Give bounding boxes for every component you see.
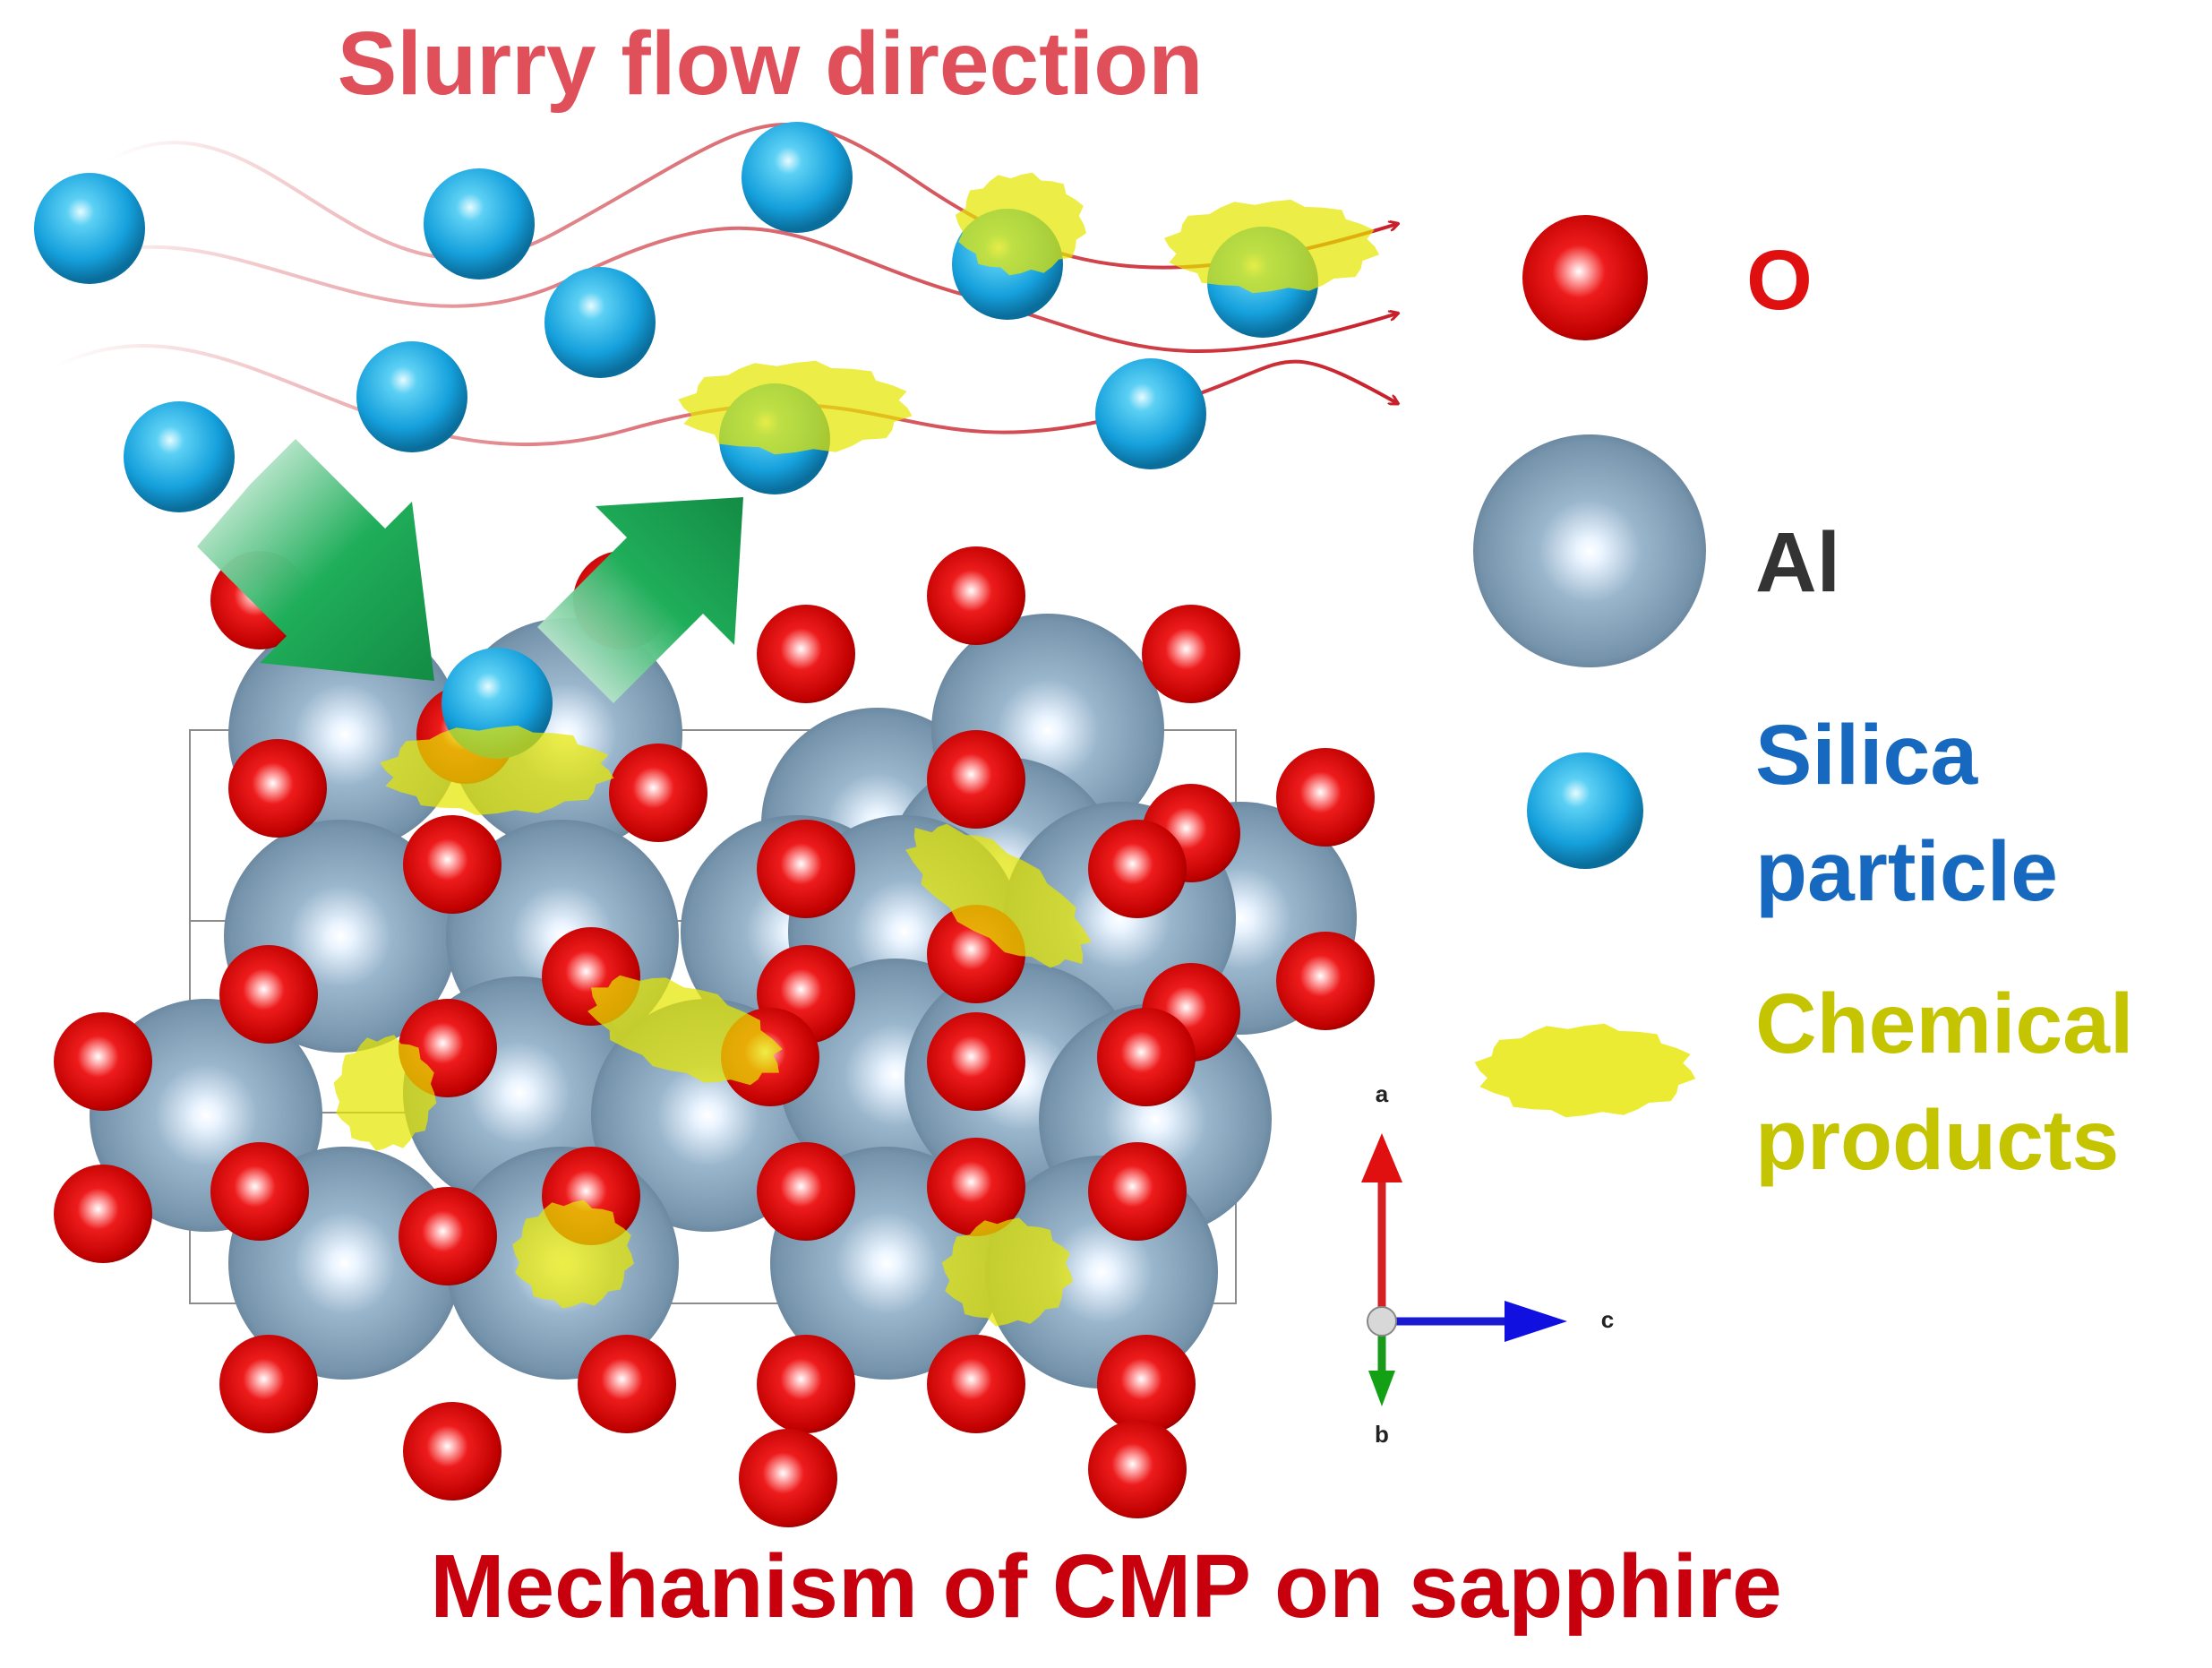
chemical-product-blob [333, 1035, 437, 1151]
silica-particle [1095, 358, 1206, 469]
oxygen-atom [1142, 605, 1240, 703]
legend-silica-swatch [1527, 752, 1643, 869]
legend-aluminum-swatch [1473, 434, 1706, 667]
silica-particle [544, 267, 656, 378]
oxygen-atom [403, 815, 502, 914]
chemical-product-blob [587, 975, 783, 1086]
chemical-product-blob [955, 172, 1087, 276]
flow-line-top [107, 122, 1397, 270]
oxygen-atom [927, 1335, 1025, 1433]
oxygen-atom [1088, 1142, 1187, 1241]
oxygen-atom [219, 1335, 318, 1433]
oxygen-atom [927, 1012, 1025, 1111]
oxygen-atom [927, 1138, 1025, 1236]
axis-label-c: c [1601, 1306, 1614, 1333]
chemical-product-blob [380, 725, 614, 816]
oxygen-atom [228, 739, 327, 838]
oxygen-atom [54, 1012, 152, 1111]
legend-aluminum-label: Al [1755, 515, 1840, 610]
oxygen-atom [927, 730, 1025, 829]
figure-caption: Mechanism of CMP on sapphire [430, 1536, 1782, 1637]
slurry-flow-title: Slurry flow direction [338, 13, 1204, 114]
axis-label-b: b [1375, 1421, 1389, 1448]
oxygen-atom [54, 1165, 152, 1263]
oxygen-atom [1097, 1008, 1196, 1106]
silica-particle [356, 341, 467, 452]
axis-a-arrowhead [1361, 1133, 1402, 1182]
oxygen-atom [757, 820, 855, 918]
legend-oxygen-swatch [1522, 215, 1648, 340]
oxygen-atom [399, 1187, 497, 1285]
axis-b-arrowhead [1368, 1371, 1395, 1406]
oxygen-atom [1088, 820, 1187, 918]
chemical-products [333, 172, 1380, 1327]
oxygen-atom [757, 1335, 855, 1433]
axis-origin [1367, 1306, 1397, 1337]
incoming-particle-arrow [197, 439, 434, 681]
oxygen-atoms [54, 546, 1375, 1527]
oxygen-atom [1276, 748, 1375, 847]
silica-particle [742, 122, 853, 233]
crystal-axes: a c b [1361, 1080, 1614, 1448]
axis-label-a: a [1376, 1080, 1389, 1107]
legend-chemical-swatch [1474, 1023, 1696, 1118]
legend-chemical-label-line1: Chemical [1755, 976, 2133, 1071]
oxygen-atom [403, 1402, 502, 1500]
oxygen-atom [757, 605, 855, 703]
oxygen-atom [927, 546, 1025, 645]
chemical-product-blob [512, 1199, 634, 1309]
legend: O Al Silica particle Chemical products [1473, 215, 2133, 1188]
oxygen-atom [609, 744, 707, 842]
chemical-product-blob [678, 360, 913, 455]
oxygen-atom [1276, 932, 1375, 1030]
oxygen-atom [578, 1335, 676, 1433]
flow-line-middle [52, 226, 1397, 353]
oxygen-atom [219, 945, 318, 1044]
legend-chemical-blob [1474, 1023, 1696, 1118]
chemical-product-blob [941, 1217, 1074, 1327]
silica-particle [124, 401, 235, 512]
oxygen-atom [1088, 1420, 1187, 1518]
axis-c-arrowhead [1505, 1301, 1567, 1342]
oxygen-atom [739, 1429, 837, 1527]
oxygen-atom [210, 1142, 309, 1241]
legend-silica-label-line2: particle [1755, 824, 2058, 919]
chemical-product-blob [1163, 199, 1380, 294]
chemical-product-blob [905, 823, 1092, 968]
oxygen-atom [757, 1142, 855, 1241]
oxygen-atom [1097, 1335, 1196, 1433]
legend-oxygen-label: O [1746, 233, 1813, 328]
outgoing-particle-arrow-shape [537, 497, 743, 703]
silica-particle [424, 168, 535, 279]
silica-particle [34, 173, 145, 284]
legend-silica-label-line1: Silica [1755, 708, 1978, 803]
legend-chemical-label-line2: products [1755, 1093, 2119, 1188]
